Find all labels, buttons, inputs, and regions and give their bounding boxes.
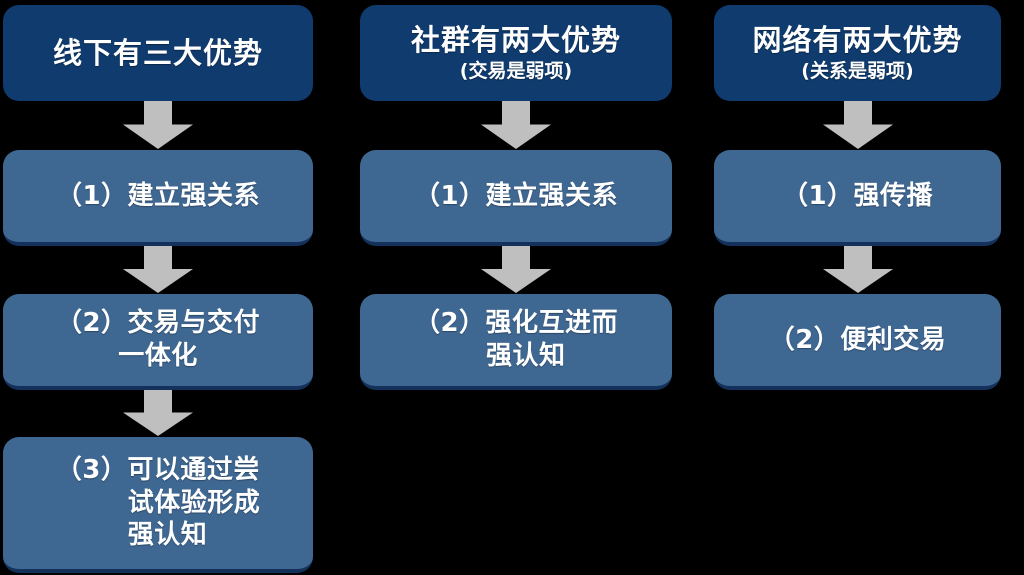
arrow-down-icon [821,246,895,294]
step-label-line: 强认知 [485,341,566,371]
header-box-network[interactable]: 网络有两大优势(关系是弱项) [714,5,1001,101]
header-box-offline[interactable]: 线下有三大优势 [3,5,313,101]
header-box-community[interactable]: 社群有两大优势(交易是弱项) [360,5,672,101]
step-box-network-2[interactable]: （2）便利交易 [714,294,1001,390]
step-text-wrap: （2）便利交易 [755,324,961,357]
step-label: （2）交易与交付一体化 [56,307,260,373]
step-text-wrap: （1）强传播 [768,180,947,213]
arrow-down-icon [479,246,553,294]
step-text-wrap: （2）交易与交付一体化 [42,307,274,373]
step-label-line: （3）可以通过尝 [55,454,260,485]
header-subtitle: (关系是弱项) [801,59,914,82]
step-box-offline-3[interactable]: （3）可以通过尝试体验形成强认知 [3,437,313,573]
step-label-line: 一体化 [118,341,198,371]
step-label: （3）可以通过尝试体验形成强认知 [56,454,261,552]
step-text-wrap: （1）建立强关系 [400,180,632,213]
step-label-line: （2）便利交易 [768,324,947,355]
step-label-line: 试体验形成 [127,487,261,518]
column-community: 社群有两大优势(交易是弱项) （1）建立强关系 （2）强化互进而强认知 [360,0,672,575]
step-text-wrap: （2）强化互进而强认知 [400,307,632,373]
header-title: 社群有两大优势 [410,23,621,58]
step-label-line: （2）强化互进而 [413,308,619,339]
header-text-wrap: 线下有三大优势 [39,35,277,72]
step-label: （1）建立强关系 [414,180,618,213]
step-box-community-2[interactable]: （2）强化互进而强认知 [360,294,672,390]
arrow-down-icon [479,101,553,150]
header-title: 线下有三大优势 [52,35,263,70]
step-box-offline-2[interactable]: （2）交易与交付一体化 [3,294,313,390]
arrow-down-icon [121,246,195,294]
header-subtitle: (交易是弱项) [459,59,573,82]
step-label-line: 强认知 [127,520,208,551]
column-network: 网络有两大优势(关系是弱项) （1）强传播 （2）便利交易 [714,0,1001,575]
step-label: （2）便利交易 [769,324,947,357]
header-text-wrap: 社群有两大优势(交易是弱项) [397,22,635,83]
step-label-line: （1）建立强关系 [55,180,261,211]
arrow-down-icon [821,101,895,150]
header-text-wrap: 网络有两大优势(关系是弱项) [738,22,976,83]
header-title: 网络有两大优势 [752,23,963,58]
arrow-down-icon [121,101,195,150]
step-box-network-1[interactable]: （1）强传播 [714,150,1001,246]
step-box-community-1[interactable]: （1）建立强关系 [360,150,672,246]
arrow-down-icon [121,390,195,437]
step-label-line: （1）强传播 [781,180,934,211]
column-offline: 线下有三大优势 （1）建立强关系 （2）交易与交付一体化 （3）可以通过尝试体验形成强… [3,0,313,575]
step-label-line: （2）交易与交付 [55,308,261,339]
step-label: （1）强传播 [782,180,933,213]
step-box-offline-1[interactable]: （1）建立强关系 [3,150,313,246]
step-label: （2）强化互进而强认知 [414,307,618,373]
step-text-wrap: （3）可以通过尝试体验形成强认知 [42,454,275,552]
step-text-wrap: （1）建立强关系 [42,180,274,213]
step-label: （1）建立强关系 [56,180,260,213]
step-label-line: （1）建立强关系 [413,180,619,211]
